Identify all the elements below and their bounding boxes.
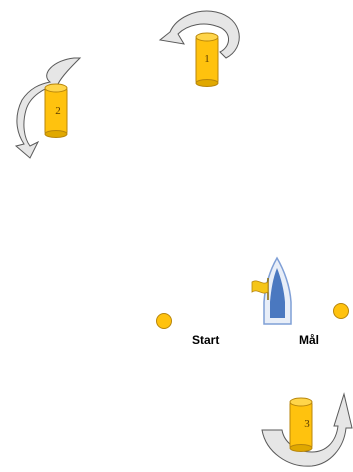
boat-deck [270, 268, 285, 318]
rounding-arrow-1 [158, 10, 240, 59]
buoy-3-top [289, 397, 313, 407]
buoy-1-top [195, 32, 219, 42]
start-line: Start Mål [156, 256, 349, 347]
buoy-2-top [44, 83, 68, 93]
finish-label: Mål [299, 333, 319, 347]
start-label: Start [192, 333, 219, 347]
mark-3: 3 [261, 392, 353, 467]
buoy-3-number: 3 [304, 418, 310, 430]
mark-2: 2 [14, 57, 82, 159]
buoy-2-bottom [44, 130, 68, 138]
start-buoy-left [156, 313, 172, 329]
buoy-1-bottom [195, 79, 219, 87]
mark-1: 1 [158, 10, 240, 87]
rounding-arrow-2 [14, 57, 82, 159]
committee-boat [251, 256, 292, 325]
flag-icon [251, 280, 269, 294]
start-buoy-right [333, 303, 349, 319]
buoy-2-number: 2 [55, 105, 61, 117]
buoy-3-bottom [289, 444, 313, 452]
buoy-1-number: 1 [204, 53, 210, 65]
